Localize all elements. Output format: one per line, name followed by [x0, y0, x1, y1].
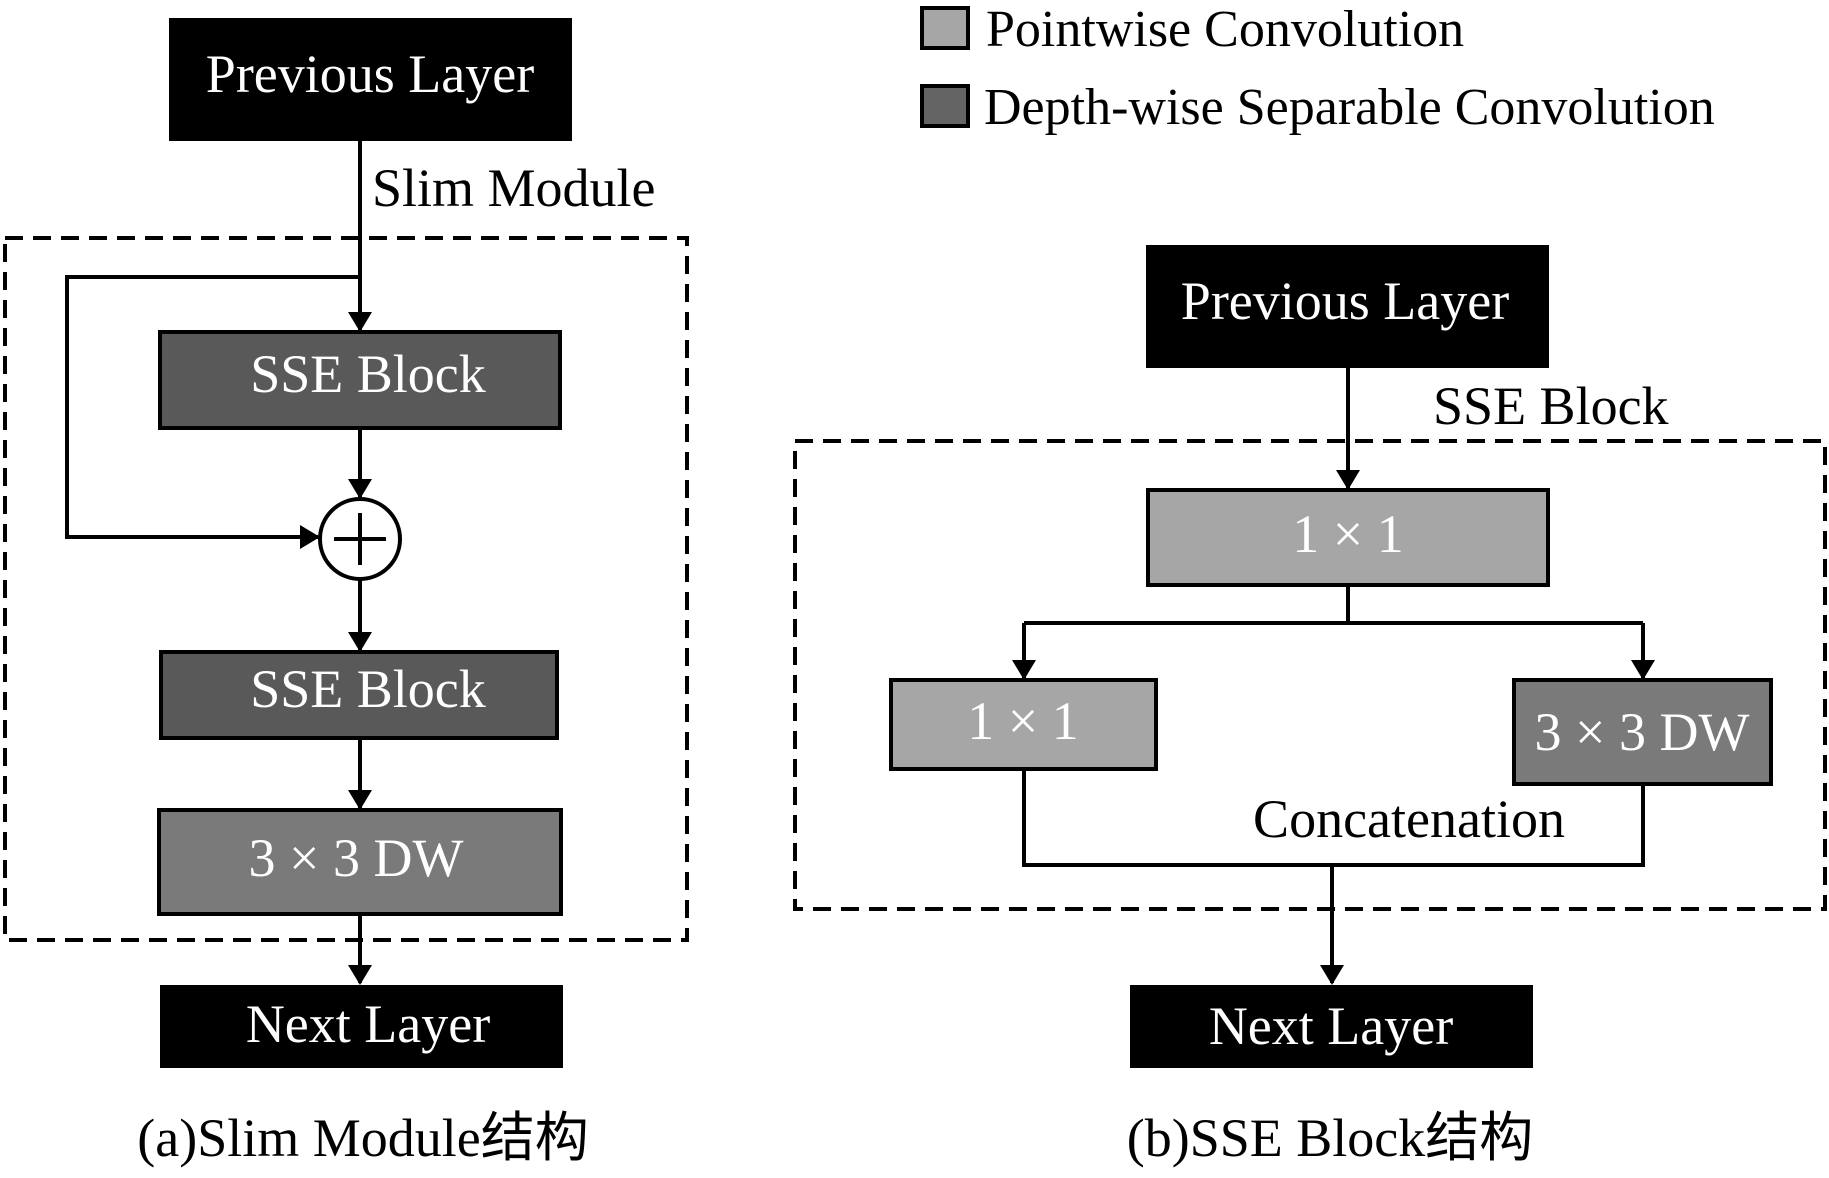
- legend-swatch-depthwise: [920, 84, 970, 128]
- panel-a-previous-layer-box: [169, 18, 572, 141]
- panel-b-previous-layer-label: Previous Layer: [1181, 271, 1509, 331]
- panel-a-previous-layer-label: Previous Layer: [206, 44, 534, 104]
- panel-a-skip-connection: [65, 275, 360, 549]
- panel-a-module-label: Slim Module: [372, 158, 656, 218]
- panel-b-block-boundary: [793, 439, 1827, 911]
- legend-swatch-pointwise: [920, 6, 970, 50]
- panel-b-conv-top-label: 1 × 1: [1292, 504, 1403, 564]
- panel-b-merge-label: Concatenation: [1253, 789, 1565, 849]
- panel-b-next-layer-box: [1130, 985, 1533, 1068]
- panel-b-conv-right: [1512, 678, 1773, 786]
- panel-a-next-layer-box: [160, 985, 563, 1068]
- panel-b-conv-top: [1146, 488, 1550, 587]
- panel-a-module-boundary: [3, 236, 689, 942]
- panel-a-next-layer-label: Next Layer: [246, 994, 490, 1054]
- legend: Pointwise Convolution Depth-wise Separab…: [920, 1, 1715, 136]
- panel-b-conv-left-label: 1 × 1: [967, 691, 1078, 751]
- panel-b-conv-right-label: 3 × 3 DW: [1535, 702, 1750, 762]
- legend-label-pointwise: Pointwise Convolution: [986, 1, 1464, 58]
- panel-b-block-label: SSE Block: [1433, 376, 1669, 436]
- panel-b-caption: (b)SSE Block结构: [1127, 1108, 1534, 1168]
- panel-b-previous-layer-box: [1146, 245, 1549, 368]
- panel-a-dw-block: [157, 808, 563, 916]
- panel-a-sse-block-2-label: SSE Block: [250, 659, 486, 719]
- panel-a-sse-block-1-label: SSE Block: [250, 344, 486, 404]
- panel-b-sse-block: Previous Layer SSE Block 1 × 1 1 × 1 3 ×…: [793, 245, 1827, 1168]
- panel-a-dw-block-label: 3 × 3 DW: [249, 828, 464, 888]
- legend-label-depthwise: Depth-wise Separable Convolution: [984, 79, 1715, 136]
- panel-a-caption: (a)Slim Module结构: [137, 1108, 588, 1168]
- panel-b-next-layer-label: Next Layer: [1209, 996, 1453, 1056]
- panel-a-slim-module: Previous Layer Slim Module SSE Block SSE…: [3, 18, 689, 1168]
- panel-b-conv-left: [889, 678, 1158, 771]
